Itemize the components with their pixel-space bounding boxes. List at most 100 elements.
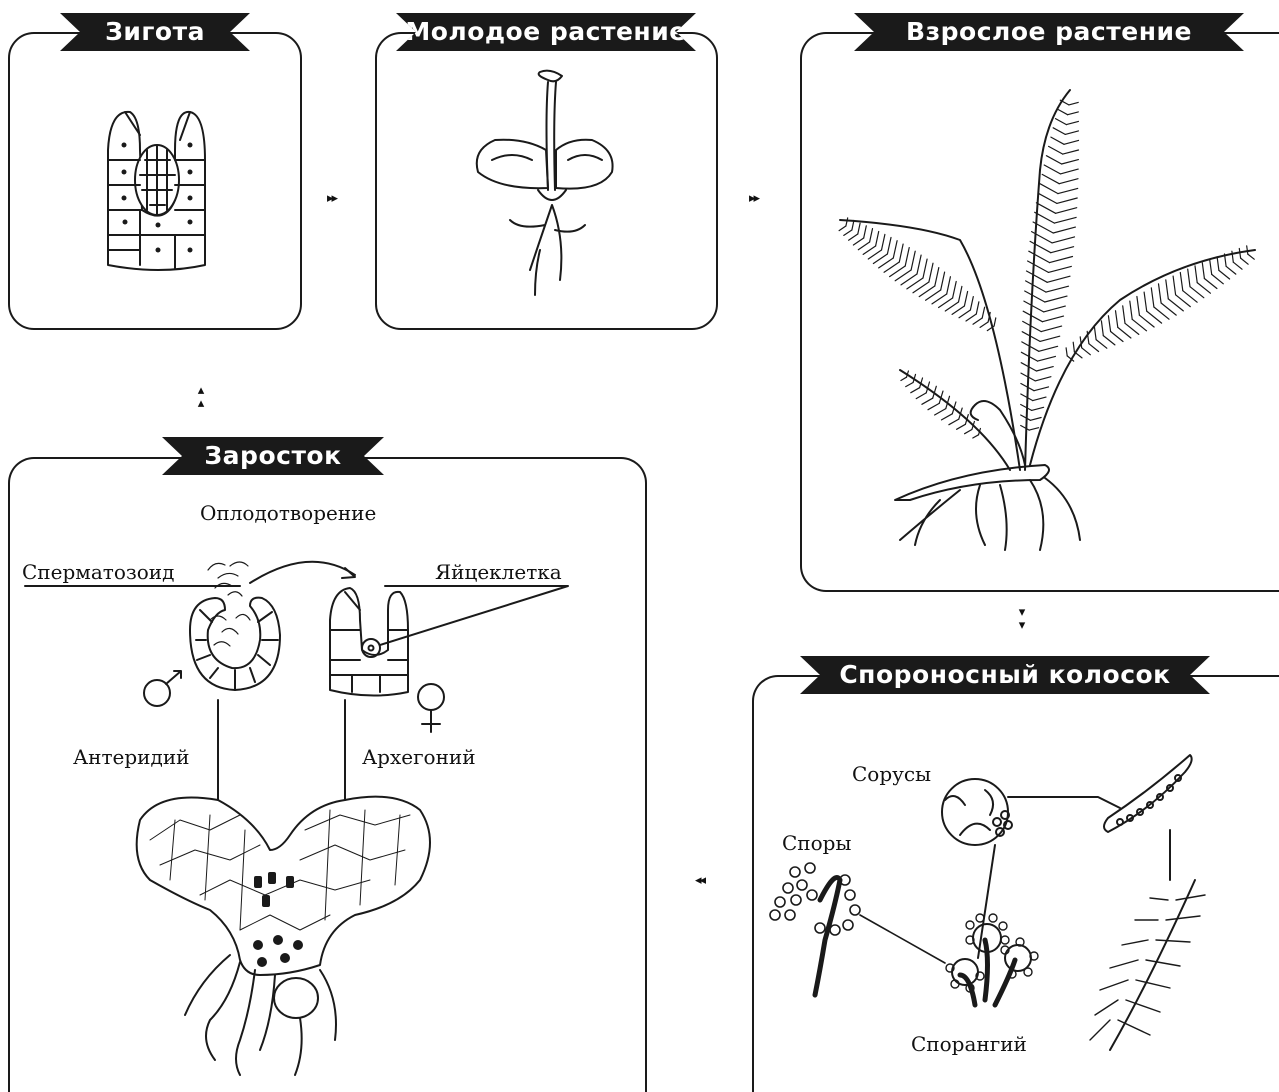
fern-leaflet xyxy=(858,223,860,234)
fern-leaflet xyxy=(882,234,885,250)
fern-leaflet xyxy=(1041,326,1061,332)
label-sori: Сорусы xyxy=(852,763,931,785)
fern-leaflet xyxy=(1052,237,1075,243)
fern-leaflet xyxy=(1057,198,1077,203)
fern-leaflet xyxy=(1026,281,1046,292)
fern-leaflet xyxy=(864,226,867,238)
fern-leaflet xyxy=(916,393,926,399)
fern-leaflet xyxy=(846,218,848,226)
fern-leaflet xyxy=(870,229,873,242)
fern-leaflet xyxy=(926,290,941,300)
fern-leaflet xyxy=(1056,119,1067,125)
fern-leaflet xyxy=(858,242,869,250)
fern-leaflet xyxy=(1051,137,1064,144)
fern-leaflet xyxy=(1180,273,1183,291)
adult-fern-pinnae xyxy=(839,100,1254,438)
fern-leaflet xyxy=(1173,276,1176,295)
fern-leaflet xyxy=(1039,346,1058,351)
fern-leaflet xyxy=(839,226,846,231)
fern-leaflet xyxy=(947,277,951,294)
fern-leaflet xyxy=(923,259,927,278)
fern-leaflet xyxy=(899,244,903,262)
fern-leaflet xyxy=(1023,321,1041,331)
fern-leaflet xyxy=(1094,326,1096,340)
fern-leaflet xyxy=(852,221,854,231)
fern-leaflet xyxy=(1073,342,1074,352)
fern-leaflet xyxy=(1210,260,1212,275)
fern-leaflet xyxy=(1183,291,1197,303)
fern-leaflet xyxy=(844,230,852,235)
fern-leaflet xyxy=(1123,306,1125,324)
fern-leaflet xyxy=(1029,251,1050,262)
fern-leaflet xyxy=(959,310,970,318)
fern-leaflet xyxy=(1248,254,1254,259)
fern-leaflet xyxy=(1028,261,1049,272)
fern-leaflet xyxy=(1132,319,1146,331)
label-sperm: Сперматозоид xyxy=(22,561,174,583)
fern-leaflet xyxy=(1065,131,1078,135)
fern-leaflet xyxy=(1166,280,1169,299)
fern-leaflet xyxy=(1217,257,1219,271)
fern-leaflet xyxy=(932,294,947,304)
fern-leaflet xyxy=(873,254,887,264)
fern-leaflet xyxy=(884,262,899,272)
fern-leaflet xyxy=(1074,352,1082,358)
fern-leaflet xyxy=(982,307,984,318)
fern-leaflet xyxy=(1053,128,1065,135)
fern-leaflet xyxy=(966,314,976,321)
pinna-with-sori xyxy=(1104,755,1192,880)
fern-leaflet xyxy=(945,302,958,311)
sorus-magnified-illustration xyxy=(942,779,1120,958)
fern-leaflet xyxy=(1062,160,1079,164)
sporangium-illustration xyxy=(946,914,1038,1005)
fern-leaflet xyxy=(1024,301,1044,312)
fern-leaflet xyxy=(1188,269,1190,287)
young-plant-illustration xyxy=(477,71,613,295)
fern-leaflet xyxy=(1044,306,1066,312)
fern-leaflet xyxy=(1023,311,1042,322)
fern-leaflet xyxy=(1046,156,1061,164)
fern-leaflet xyxy=(949,419,959,425)
fern-leaflet xyxy=(1226,266,1236,274)
fern-leaflet xyxy=(952,306,964,314)
fern-leaflet xyxy=(1051,247,1074,253)
fern-leaflet xyxy=(1036,367,1053,371)
fern-leaflet xyxy=(1030,241,1051,252)
fern-leaflet xyxy=(849,234,858,240)
fern-leaflet xyxy=(868,250,881,259)
fern-leaflet xyxy=(1139,315,1154,327)
fern-leaflet xyxy=(906,383,913,387)
fern-leaflet xyxy=(1096,340,1107,349)
fern-leaflet xyxy=(1027,271,1048,282)
fern-leaflet xyxy=(929,263,933,282)
fern-leaflet xyxy=(1054,217,1076,223)
fern-leaflet xyxy=(1082,348,1091,355)
fern-leaflet xyxy=(1034,387,1049,391)
fern-leaflet xyxy=(1046,286,1069,292)
fern-leaflet xyxy=(1038,193,1057,203)
fern-leaflet xyxy=(994,318,996,326)
fern-leaflet xyxy=(1241,258,1249,264)
fern-leaflet xyxy=(1202,263,1204,279)
fern-leaflet xyxy=(970,297,973,310)
fern-leaflet xyxy=(1056,208,1077,214)
fern-leaflet xyxy=(1032,407,1044,410)
fern-leaflet xyxy=(1151,288,1154,307)
fern-leaflet xyxy=(1168,299,1183,311)
label-fertilization: Оплодотворение xyxy=(200,502,376,524)
fern-leaflet xyxy=(1021,426,1029,431)
fern-leaflet xyxy=(965,430,972,434)
antheridium-illustration xyxy=(144,598,280,800)
fern-leaflet xyxy=(917,255,921,274)
fern-leaflet xyxy=(1049,146,1063,154)
fern-leaflet xyxy=(1125,323,1139,334)
fern-leaflet xyxy=(1066,348,1067,356)
fern-leaflet xyxy=(964,292,967,307)
fern-leaflet xyxy=(1161,303,1176,315)
fern-leaflet xyxy=(959,286,962,302)
fern-leaflet xyxy=(1103,336,1115,345)
fern-leaflet xyxy=(1197,283,1210,294)
fern-leaflet xyxy=(1040,184,1058,194)
